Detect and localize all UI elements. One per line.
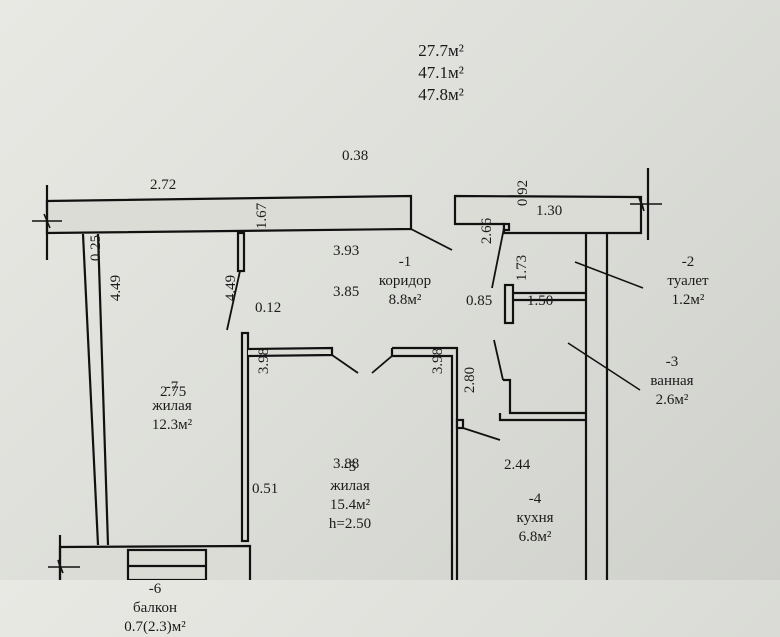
dim-partition-1: 1.67 xyxy=(254,202,270,230)
dim-room7-right: 4.49 xyxy=(223,274,239,302)
dim-left-wall: 0.25 xyxy=(88,234,104,262)
room-area: 12.3м² xyxy=(151,417,193,433)
total-area: 47.1м² xyxy=(418,63,464,82)
dim-kitchen-bottom: 2.44 xyxy=(504,457,531,473)
ceiling-height: h=2.50 xyxy=(328,516,372,532)
room-corridor-label: -1 коридор 8.8м² xyxy=(379,253,431,310)
room-toilet-label: -2 туалет 1.2м² xyxy=(667,253,708,310)
room-area: 15.4м² xyxy=(329,497,371,513)
dim-room7-top: 2.72 xyxy=(150,177,177,193)
room-number: -3 xyxy=(665,354,679,370)
room-number: -4 xyxy=(528,491,542,507)
room-area: 0.7(2.3)м² xyxy=(124,619,186,635)
dim-corridor-right: 2.66 xyxy=(479,217,495,245)
dim-toilet-width: 1.30 xyxy=(536,203,563,219)
room-name: ванная xyxy=(650,373,694,389)
room-number: -6 xyxy=(148,581,162,597)
room-living-5-label: -5 жилая 15.4м² h=2.50 xyxy=(329,458,371,534)
room-name: туалет xyxy=(667,273,709,289)
room-balcony-label: -6 балкон 0.7(2.3)м² xyxy=(124,580,185,637)
room-bathroom-label: -3 ванная 2.6м² xyxy=(650,353,693,410)
total-area-with-balcony: 47.8м² xyxy=(418,85,464,104)
room-number: -5 xyxy=(343,459,357,475)
room-living-7-label: -7 жилая 12.3м² xyxy=(152,378,192,435)
room-name: жилая xyxy=(152,398,192,414)
dim-bath-width: 1.50 xyxy=(527,293,554,309)
total-living-area: 27.7м² xyxy=(418,41,464,60)
room-area: 8.8м² xyxy=(388,292,422,308)
dim-kitchen-left: 2.80 xyxy=(462,366,478,394)
room-number: -1 xyxy=(398,254,412,270)
dim-bath-height: 1.73 xyxy=(514,254,530,282)
dim-room7-bottom: 2.75 xyxy=(160,384,187,400)
room-number: -7 xyxy=(165,379,179,395)
room-name: коридор xyxy=(378,273,432,289)
room-kitchen-label: -4 кухня 6.8м² xyxy=(516,490,553,547)
floor-plan-drawing xyxy=(32,168,662,580)
dim-room5-left: 3.98 xyxy=(256,347,272,375)
dim-room5-top-inner: 3.85 xyxy=(333,284,360,300)
dim-room5-bottom: 3.88 xyxy=(333,456,360,472)
dim-room7-left: 4.49 xyxy=(108,274,124,302)
dim-kitchen-door: 0.85 xyxy=(466,293,493,309)
room-name: балкон xyxy=(133,600,177,616)
room-number: -2 xyxy=(681,254,695,270)
room-area: 1.2м² xyxy=(671,292,705,308)
area-totals: 27.7м² 47.1м² 47.8м² xyxy=(418,40,464,106)
dim-room5-right: 3.98 xyxy=(430,347,446,375)
dim-outer-wall-bottom: 0.51 xyxy=(252,481,279,497)
dim-partition-thickness: 0.12 xyxy=(255,300,282,316)
room-name: жилая xyxy=(330,478,370,494)
dim-toilet-height: 0.92 xyxy=(515,179,531,207)
dim-room5-top-outer: 3.93 xyxy=(333,243,360,259)
room-name: кухня xyxy=(516,510,554,526)
room-area: 6.8м² xyxy=(518,529,552,545)
room-area: 2.6м² xyxy=(655,392,689,408)
dim-top-wall: 0.38 xyxy=(342,148,369,164)
